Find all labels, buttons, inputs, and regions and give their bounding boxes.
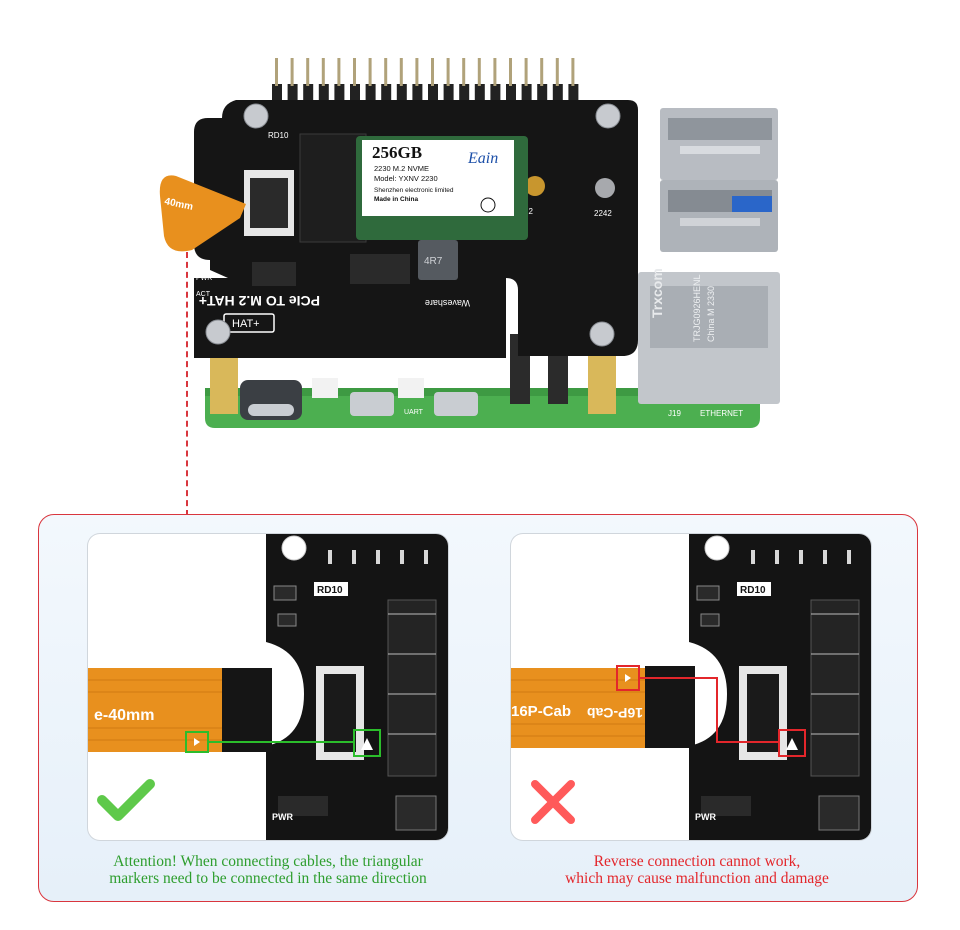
silk-rd10-hero: RD10 [268,131,289,140]
silk-2242: 2242 [594,209,612,218]
gpio-header [272,58,579,100]
bad-silk-pwr: PWR [695,812,716,822]
standoffs [210,350,616,414]
cross-mark-icon [531,780,575,824]
ssd-maker: Shenzhen electronic limited [374,187,454,194]
raspberry-pi-board [205,388,760,428]
good-cable-text: e-40mm [94,707,154,724]
hdmi-label: HDMI [380,359,416,375]
ethernet-brand: Trxcom [649,268,665,318]
ssd-origin: Made in China [374,196,418,203]
bad-cable-text-1: 16P-Cab [511,703,571,720]
silk-j19: J19 [668,409,681,418]
good-silk-rd10: RD10 [317,585,343,596]
correct-caption-line1: Attention! When connecting cables, the t… [113,853,423,870]
callout-dashed-line [186,252,188,516]
good-cable-marker-icon [194,738,200,746]
silk-22: 22 [524,207,533,216]
correct-connection-photo: RD10 e-40mm PWR [88,534,448,840]
correct-caption: Attention! When connecting cables, the t… [68,853,468,887]
ethernet-jack: Trxcom TRJG0926HENL China M 2330 ETHERNE… [638,268,780,418]
wrong-caption: Reverse connection cannot work, which ma… [497,853,897,887]
hat-badge: HAT+ [232,318,260,330]
silk-act-hero: ACT [196,291,211,298]
silk-uart: UART [404,409,424,416]
ethernet-code: TRJG0926HENL [692,274,702,342]
silk-ethernet: ETHERNET [700,409,743,418]
bad-cable-marker-icon [625,674,631,682]
wrong-caption-line1: Reverse connection cannot work, [593,853,801,870]
product-photo: Trxcom TRJG0926HENL China M 2330 ETHERNE… [159,58,780,428]
correct-caption-line2: markers need to be connected in the same… [109,870,427,887]
silk-inductor: 4R7 [424,256,443,267]
check-mark-icon [97,779,155,821]
wrong-caption-line2: which may cause malfunction and damage [565,870,829,887]
ssd-capacity: 256GB [372,143,422,162]
flex-cable-hero: 40mm [159,175,246,252]
ssd-form: 2230 M.2 NVME [374,164,429,173]
good-connector-marker-icon [361,738,373,750]
ssd-logo: Eain [467,150,498,167]
silk-pwr-hero: PWR [196,275,212,282]
good-silk-pwr: PWR [272,812,293,822]
hat-title: PCIe TO M.2 HAT+ [199,293,320,309]
ssd-card: 256GB 2230 M.2 NVME Model: YXNV 2230 She… [356,136,528,240]
ethernet-sub: China M 2330 [706,286,716,342]
bad-silk-rd10: RD10 [740,585,766,596]
ssd-model: Model: YXNV 2230 [374,174,438,183]
bad-connector-marker-icon [786,738,798,750]
hat-brand: Waveshare [425,298,470,308]
wrong-connection-photo: RD10 16P-Cab 16P-Cab PWR [511,534,871,840]
usb-ports [660,108,778,252]
bad-cable-text-2: 16P-Cab [587,705,643,721]
